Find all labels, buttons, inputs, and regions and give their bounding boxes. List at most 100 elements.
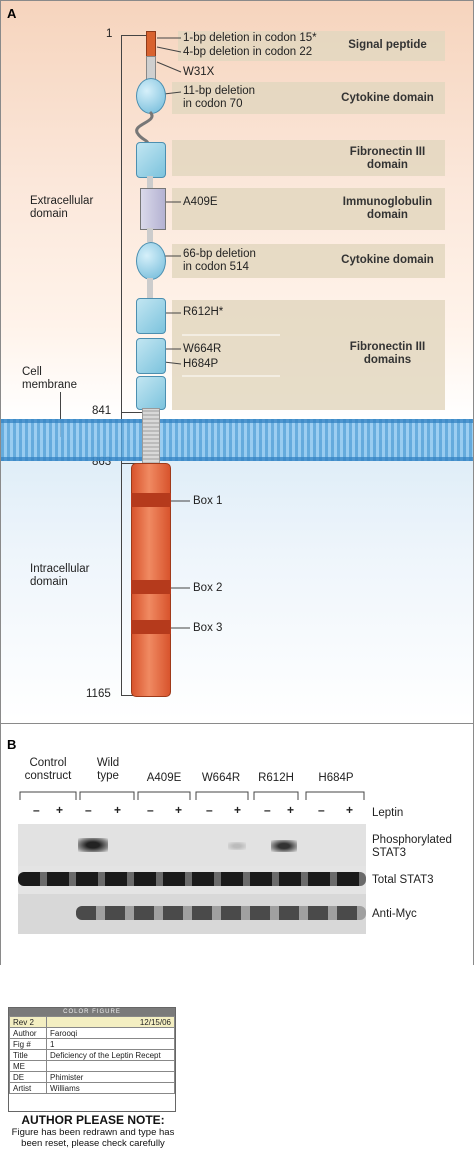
total-stat3-bands xyxy=(18,872,366,886)
band-signal-peptide xyxy=(178,31,445,61)
cytokine-domain-1 xyxy=(136,78,166,114)
lane-minus: – xyxy=(264,803,271,817)
linker xyxy=(147,228,153,242)
box2-label: Box 2 xyxy=(193,582,223,594)
cell-membrane xyxy=(1,419,473,461)
residue-axis xyxy=(121,35,122,696)
group-r612h: R612H xyxy=(258,772,294,784)
fn3-domain-3 xyxy=(136,338,166,374)
tick-1 xyxy=(121,35,146,36)
membrane-head-bottom xyxy=(1,457,473,461)
stamp-value: Farooqi xyxy=(46,1027,175,1039)
lane-minus: – xyxy=(147,803,154,817)
fn3-domain-2 xyxy=(136,298,166,334)
cytokine-domain-2 xyxy=(136,242,166,280)
stamp-key: Title xyxy=(9,1049,47,1061)
group-a409e: A409E xyxy=(146,772,182,784)
band-wt-plus xyxy=(78,838,108,852)
box1-label: Box 1 xyxy=(193,495,223,507)
group-wildtype: Wild type xyxy=(96,757,120,782)
stamp-value xyxy=(46,1060,175,1072)
lane-minus: – xyxy=(318,803,325,817)
intracellular-label: Intracellular domain xyxy=(30,563,90,588)
domain-ig: Immunoglobulin domain xyxy=(342,196,433,221)
band-ig xyxy=(172,188,445,230)
pointer-lines xyxy=(156,37,190,629)
lane-plus: + xyxy=(287,803,295,817)
tick-841 xyxy=(121,412,146,413)
stamp-date: 12/15/06 xyxy=(46,1016,175,1028)
residue-1165-label: 1165 xyxy=(86,688,111,700)
stamp-key: DE xyxy=(9,1071,47,1083)
band-r612h-plus xyxy=(271,840,297,852)
band-divider xyxy=(182,375,280,377)
row-phospho-label: Phosphorylated STAT3 xyxy=(372,834,452,859)
mutation-a409e: A409E xyxy=(183,196,218,208)
fn3-domain-1 xyxy=(136,142,166,178)
domain-cytokine-2: Cytokine domain xyxy=(341,254,434,266)
row-total-label: Total STAT3 xyxy=(372,874,434,886)
band-fn3-1 xyxy=(172,140,445,176)
membrane-head-top xyxy=(1,419,473,423)
residue-1-label: 1 xyxy=(106,28,113,40)
intracellular-background xyxy=(1,440,473,720)
domain-signal-peptide: Signal peptide xyxy=(348,39,427,51)
mutation-w31x: W31X xyxy=(183,66,215,78)
stamp-value: Deficiency of the Leptin Recept xyxy=(46,1049,175,1061)
stamp-header: COLOR FIGURE xyxy=(9,1008,175,1016)
stamp-rev: Rev 2 xyxy=(9,1016,47,1028)
box3-label: Box 3 xyxy=(193,622,223,634)
mutation-h684p: H684P xyxy=(183,358,219,370)
mutation-r612h: R612H* xyxy=(183,306,224,318)
group-w664r: W664R xyxy=(201,772,241,784)
linker xyxy=(147,278,153,298)
mutation-codon15: 1-bp deletion in codon 15* xyxy=(183,32,317,44)
lane-minus: – xyxy=(206,803,213,817)
stamp-value: Williams xyxy=(46,1082,175,1094)
residue-841-label: 841 xyxy=(92,405,112,417)
stamp-key: Fig # xyxy=(9,1038,47,1050)
mutation-codon70: 11-bp deletion in codon 70 xyxy=(183,85,256,110)
box2-segment xyxy=(131,580,171,594)
stamp-key: ME xyxy=(9,1060,47,1072)
note-body: Figure has been redrawn and type has bee… xyxy=(11,1127,175,1149)
linker-loop xyxy=(135,110,154,144)
lane-plus: + xyxy=(346,803,354,817)
mutation-codon514: 66-bp deletion in codon 514 xyxy=(183,248,256,273)
linker xyxy=(147,176,153,188)
panel-b-label: B xyxy=(7,737,17,752)
domain-fn3-1: Fibronectin III domain xyxy=(349,146,426,171)
lane-plus: + xyxy=(234,803,242,817)
lane-plus: + xyxy=(114,803,122,817)
box3-segment xyxy=(131,620,171,634)
band-divider xyxy=(182,334,280,336)
mutation-w664r: W664R xyxy=(183,343,222,355)
band-faint xyxy=(228,842,246,850)
group-control: Control construct xyxy=(24,757,72,782)
band-cytokine-1 xyxy=(172,82,445,114)
lane-brackets xyxy=(19,791,365,800)
lane-minus: – xyxy=(85,803,92,817)
stamp-value: Phimister xyxy=(46,1071,175,1083)
ig-domain xyxy=(140,188,166,230)
extracellular-label: Extracellular domain xyxy=(30,195,94,220)
membrane-pointer xyxy=(60,392,61,437)
row-myc-label: Anti-Myc xyxy=(372,908,417,920)
leptin-label: Leptin xyxy=(372,807,404,819)
stamp-value: 1 xyxy=(46,1038,175,1050)
lane-minus: – xyxy=(33,803,40,817)
panel-a-label: A xyxy=(7,6,17,21)
lane-plus: + xyxy=(175,803,183,817)
note-title: AUTHOR PLEASE NOTE: xyxy=(21,1113,165,1127)
band-cytokine-2 xyxy=(172,244,445,278)
stamp-key: Artist xyxy=(9,1082,47,1094)
group-h684p: H684P xyxy=(318,772,354,784)
domain-cytokine-1: Cytokine domain xyxy=(341,92,434,104)
band-fn3-2 xyxy=(172,300,445,410)
membrane-label: Cell membrane xyxy=(22,366,77,391)
anti-myc-bands xyxy=(76,906,366,920)
stamp-key: Author xyxy=(9,1027,47,1039)
box1-segment xyxy=(131,493,171,507)
